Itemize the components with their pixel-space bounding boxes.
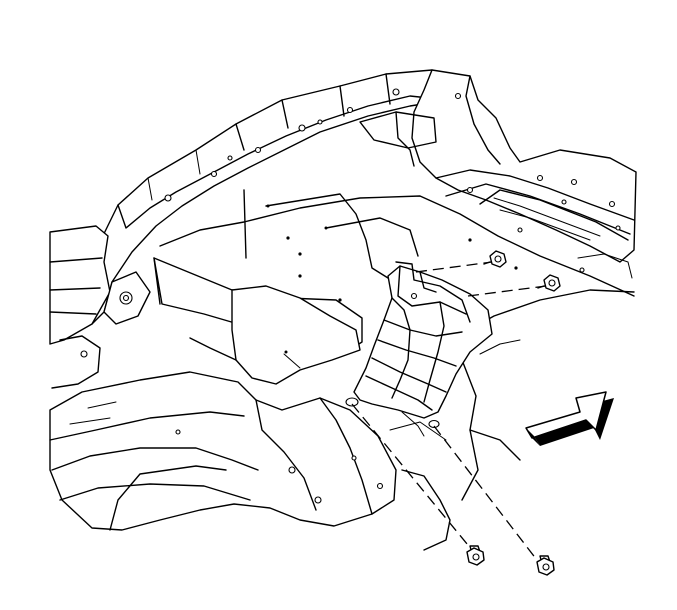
lower-floor-rocker [49,371,451,551]
bolt-icon [537,274,561,292]
fuel-tank-shield [153,257,363,385]
bolt-icon [466,545,485,566]
bolt-icon [536,555,555,576]
right-frame-rail [359,69,637,279]
left-frame-rail [91,69,453,325]
fastener-leaders [351,261,547,565]
left-crossmember [49,225,151,389]
floor-pan [159,189,635,328]
mounting-bracket [345,261,493,437]
bolt-icon [483,250,507,268]
direction-arrow-icon [525,391,614,446]
